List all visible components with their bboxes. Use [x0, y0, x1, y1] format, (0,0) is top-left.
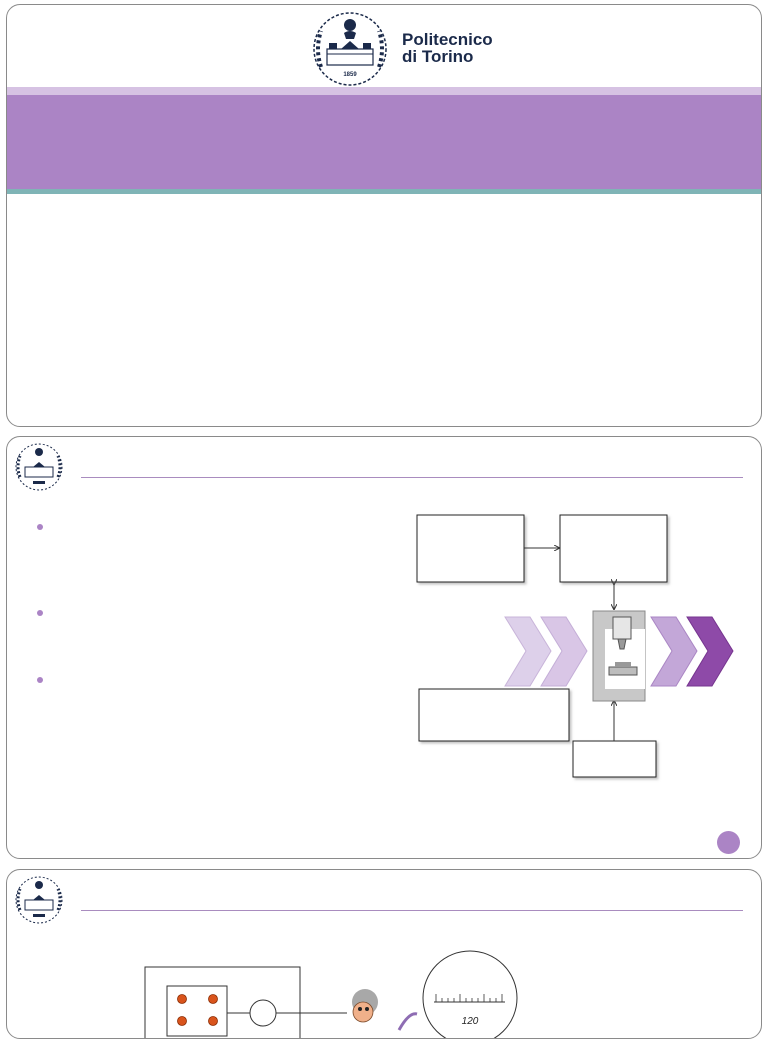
process-slide[interactable] [6, 436, 762, 859]
bullet-1 [37, 524, 43, 530]
operator-cartoon-icon [352, 989, 418, 1031]
process-diagram [416, 514, 734, 778]
chevron-arrow-icon [540, 616, 588, 687]
measurement-slide[interactable]: 120 [6, 869, 762, 1039]
university-seal-icon [15, 443, 63, 491]
chevron-arrow-icon [686, 616, 734, 687]
title-rule [81, 910, 743, 911]
measurement-diagram: 120 [144, 950, 518, 1038]
dial-gauge-icon: 120 [422, 950, 518, 1038]
milling-machine-icon [592, 610, 646, 702]
bullet-3 [37, 677, 43, 683]
gauge-reading: 120 [462, 1016, 479, 1027]
university-logo: 1859 Politecnico di Torino [307, 9, 497, 89]
diagram-box-2 [559, 514, 668, 583]
system-frame [144, 966, 301, 1038]
title-band-accent [7, 189, 761, 194]
chevron-arrow-icon [650, 616, 698, 687]
title-slide[interactable]: 1859 Politecnico di Torino [6, 4, 762, 427]
part-dot [177, 1016, 187, 1026]
chevron-arrow-icon [504, 616, 552, 687]
bullet-2 [37, 610, 43, 616]
title-band-light [7, 87, 761, 95]
university-name-line2: di Torino [402, 47, 474, 66]
title-band [7, 95, 761, 189]
part-grid-box [166, 985, 228, 1037]
page-number-badge [717, 831, 740, 854]
diagram-box-1 [416, 514, 525, 583]
comparator-node [249, 999, 277, 1027]
university-name-line1: Politecnico [402, 30, 493, 49]
part-dot [177, 994, 187, 1004]
diagram-box-4 [572, 740, 657, 778]
seal-year: 1859 [343, 72, 357, 78]
part-dot [208, 1016, 218, 1026]
title-rule [81, 477, 743, 478]
university-seal-icon [15, 876, 63, 924]
university-seal-icon: 1859 [313, 12, 387, 86]
diagram-box-3 [418, 688, 570, 742]
university-name: Politecnico di Torino [402, 31, 493, 65]
part-dot [208, 994, 218, 1004]
